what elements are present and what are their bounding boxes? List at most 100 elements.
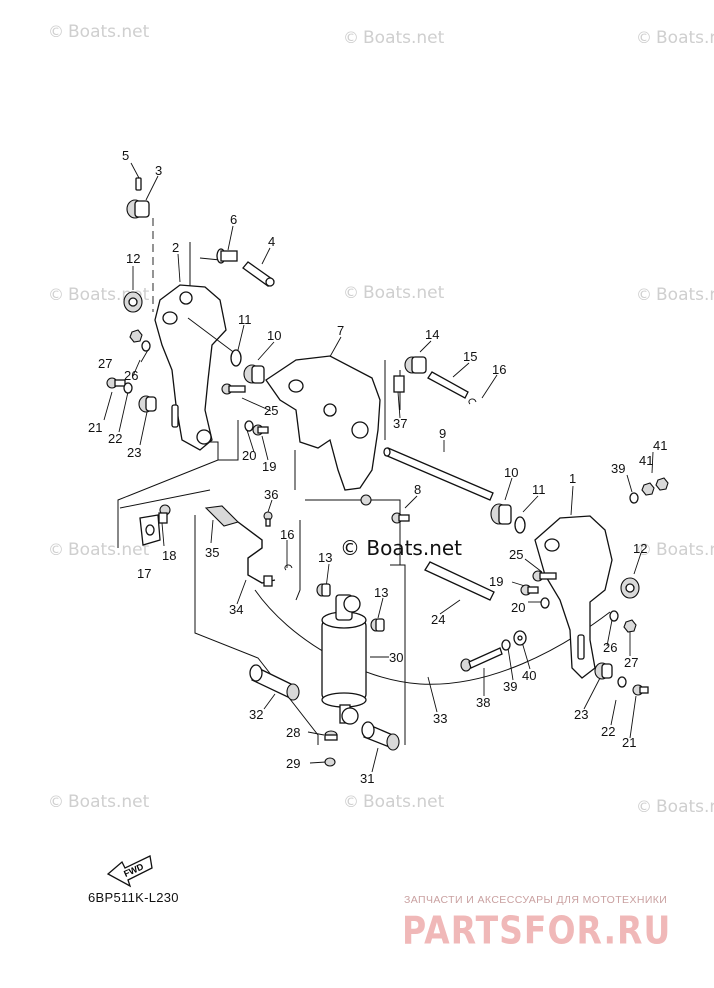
callout-9: 9 <box>439 426 446 441</box>
watermark: ©Boats.net <box>48 22 150 42</box>
part-bushing-14 <box>404 356 427 374</box>
callout-6: 6 <box>230 212 237 227</box>
callout-41-upper: 41 <box>653 438 667 453</box>
part-washer-11-left <box>230 349 242 367</box>
callout-30: 30 <box>389 650 403 665</box>
callout-10: 10 <box>267 328 281 343</box>
callout-38: 38 <box>476 695 490 710</box>
callout-13-right: 13 <box>374 585 388 600</box>
callout-40: 40 <box>522 668 536 683</box>
part-clip-16-upper <box>468 398 477 405</box>
part-wire-34 <box>237 521 276 587</box>
callout-11: 11 <box>238 312 252 327</box>
part-bolt-6 <box>216 248 238 264</box>
part-holder-17 <box>139 514 161 546</box>
callout-19-right: 19 <box>489 574 503 589</box>
part-clamp-bracket-2 <box>154 284 237 451</box>
part-bushing-10-right <box>490 503 512 525</box>
watermark: ©Boats.net <box>343 792 445 812</box>
center-watermark: © Boats.net <box>340 536 463 560</box>
callout-21: 21 <box>88 420 102 435</box>
callout-21-right: 21 <box>622 735 636 750</box>
part-collar-23-right <box>594 662 613 680</box>
callout-2: 2 <box>172 240 179 255</box>
part-bolt-21-left <box>106 377 126 389</box>
callout-20-right: 20 <box>511 600 525 615</box>
callout-12: 12 <box>126 251 140 266</box>
part-washer-22-right <box>617 676 627 688</box>
part-washer-40 <box>513 630 527 646</box>
callout-15: 15 <box>463 349 477 364</box>
watermark: ©Boats.net <box>343 283 445 303</box>
watermark: ©Boats.net <box>48 540 150 560</box>
callout-41: 41 <box>639 453 653 468</box>
callout-39: 39 <box>611 461 625 476</box>
part-nut-27-right <box>623 619 637 633</box>
part-bushing-28 <box>324 730 338 741</box>
part-pin-4 <box>242 261 275 287</box>
part-collar-13-b <box>370 618 385 632</box>
callout-27: 27 <box>98 356 112 371</box>
callout-18: 18 <box>162 548 176 563</box>
callout-24: 24 <box>431 612 445 627</box>
callout-5: 5 <box>122 148 129 163</box>
part-swivel-bracket-7 <box>265 355 381 506</box>
callout-19: 19 <box>262 459 276 474</box>
callout-39-lower: 39 <box>503 679 517 694</box>
part-bolt-19-right <box>520 584 539 596</box>
part-bolt-18 <box>158 504 171 524</box>
callout-36: 36 <box>264 487 278 502</box>
part-nut-27-left <box>129 329 143 343</box>
part-bolt-19-left <box>252 424 269 436</box>
callout-33: 33 <box>433 711 447 726</box>
callout-22-right: 22 <box>601 724 615 739</box>
watermark: ©Boats.net <box>636 28 714 48</box>
part-washer-20-right <box>540 597 550 609</box>
callout-16-lower: 16 <box>280 527 294 542</box>
part-plate-35 <box>204 505 240 527</box>
advert-tagline: ЗАПЧАСТИ И АКСЕССУАРЫ ДЛЯ МОТОТЕХНИКИ <box>404 894 668 906</box>
callout-12-right: 12 <box>633 541 647 556</box>
part-nut-41-b <box>655 477 669 491</box>
diagram-code: 6BP511K-L230 <box>88 890 179 905</box>
callout-27-right: 27 <box>624 655 638 670</box>
watermark: ©Boats.net <box>636 285 714 305</box>
part-screw-29 <box>324 757 336 767</box>
callout-4: 4 <box>268 234 275 249</box>
callout-26: 26 <box>124 368 138 383</box>
callout-35: 35 <box>205 545 219 560</box>
part-bolt-38 <box>460 647 503 672</box>
part-nut-12-left <box>123 291 143 313</box>
advert-logo: PARTSFOR.RU <box>402 908 672 953</box>
watermark: ©Boats.net <box>48 792 150 812</box>
callout-23-right: 23 <box>574 707 588 722</box>
part-bolt-21-right <box>632 684 649 696</box>
part-collar-13-a <box>316 583 331 597</box>
part-bushing-10-left <box>243 364 265 384</box>
part-bolt-25-left <box>221 383 246 395</box>
callout-23: 23 <box>127 445 141 460</box>
callout-28: 28 <box>286 725 300 740</box>
part-shaft-24 <box>424 561 495 601</box>
part-nut-12-right <box>620 577 640 599</box>
fwd-arrow-icon: FWD <box>106 855 153 888</box>
callout-20: 20 <box>242 448 256 463</box>
part-trim-cylinder-30 <box>321 594 367 725</box>
callout-31: 31 <box>360 771 374 786</box>
watermark: ©Boats.net <box>636 797 714 817</box>
leader-lines <box>103 162 654 773</box>
part-grease-nipple-8 <box>391 512 410 524</box>
part-washer-39-lower <box>501 639 511 651</box>
callout-10-right: 10 <box>504 465 518 480</box>
callout-34: 34 <box>229 602 243 617</box>
callout-29: 29 <box>286 756 300 771</box>
callout-11-right: 11 <box>532 482 546 497</box>
part-washer-20-left <box>244 420 254 432</box>
part-shaft-15 <box>427 371 469 399</box>
part-washer-22-left <box>123 382 133 394</box>
callout-7: 7 <box>337 323 344 338</box>
callout-14: 14 <box>425 327 439 342</box>
callout-3: 3 <box>155 163 162 178</box>
part-bolt-25-right <box>532 570 557 582</box>
